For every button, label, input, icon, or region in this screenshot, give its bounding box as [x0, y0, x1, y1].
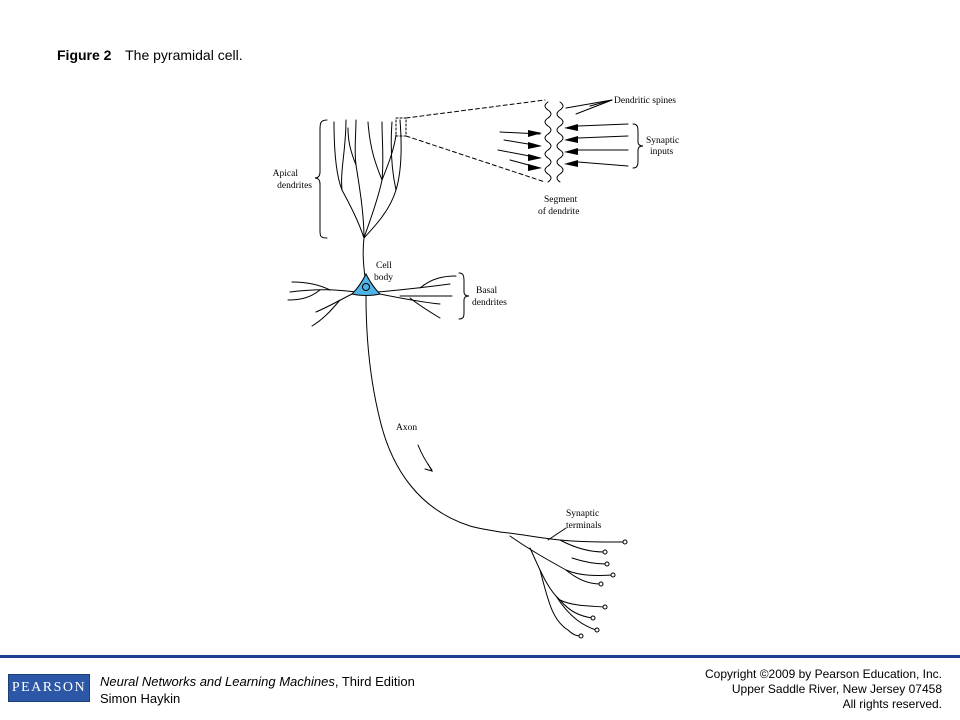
- basal-bracket: [458, 272, 470, 320]
- apical-dendrites-drawing: [333, 119, 402, 286]
- label-axon: Axon: [396, 423, 417, 433]
- label-apical-1: Apical: [273, 169, 299, 179]
- synaptic-inputs-right: [577, 123, 629, 167]
- label-inputs-2: inputs: [650, 147, 674, 157]
- figure-caption: The pyramidal cell.: [125, 47, 243, 63]
- zoom-box: [395, 117, 407, 137]
- zoom-line-top: [405, 99, 546, 119]
- book-edition: , Third Edition: [334, 674, 415, 689]
- cell-body-soma: [351, 272, 381, 296]
- label-segment-1: Segment: [544, 195, 578, 205]
- copyright-line-1: Copyright ©2009 by Pearson Education, In…: [705, 667, 942, 681]
- cell-nucleus: [362, 283, 370, 291]
- footer-rule: [0, 655, 960, 658]
- label-basal-1: Basal: [476, 286, 497, 296]
- label-terminals-2: terminals: [566, 521, 602, 531]
- label-inputs-1: Synaptic: [646, 136, 679, 146]
- axon-arrow: [417, 444, 433, 471]
- label-spines: Dendritic spines: [614, 96, 676, 106]
- copyright-notice: Copyright ©2009 by Pearson Education, In…: [705, 667, 942, 712]
- zoom-line-bottom: [405, 135, 546, 183]
- pyramidal-cell-diagram: Apical dendrites Cell body Basal dendrit…: [273, 96, 679, 639]
- book-author: Simon Haykin: [100, 691, 181, 706]
- copyright-line-3: All rights reserved.: [842, 697, 942, 711]
- basal-dendrites-drawing: [287, 275, 457, 327]
- label-segment-2: of dendrite: [538, 206, 579, 217]
- copyright-line-2: Upper Saddle River, New Jersey 07458: [731, 682, 942, 696]
- inputs-bracket: [632, 123, 644, 169]
- synaptic-terminals-drawing: [499, 531, 625, 637]
- figure-label: Figure 2: [57, 47, 112, 63]
- apical-bracket: [314, 119, 328, 239]
- label-cellbody-1: Cell: [376, 261, 392, 271]
- label-basal-2: dendrites: [472, 298, 507, 308]
- book-title: Neural Networks and Learning Machines: [100, 674, 335, 689]
- label-cellbody-2: body: [374, 273, 393, 283]
- label-apical-2: dendrites: [277, 181, 312, 191]
- dendrite-segment-drawing: [544, 101, 564, 183]
- label-terminals-1: Synaptic: [566, 509, 599, 519]
- synaptic-inputs-left: [497, 131, 541, 169]
- axon-drawing: [365, 295, 501, 533]
- figure-title: Figure 2 The pyramidal cell.: [57, 47, 243, 63]
- pearson-logo: PEARSON: [8, 674, 90, 702]
- book-citation: Neural Networks and Learning Machines, T…: [100, 673, 415, 707]
- spine-arrows: [565, 99, 613, 115]
